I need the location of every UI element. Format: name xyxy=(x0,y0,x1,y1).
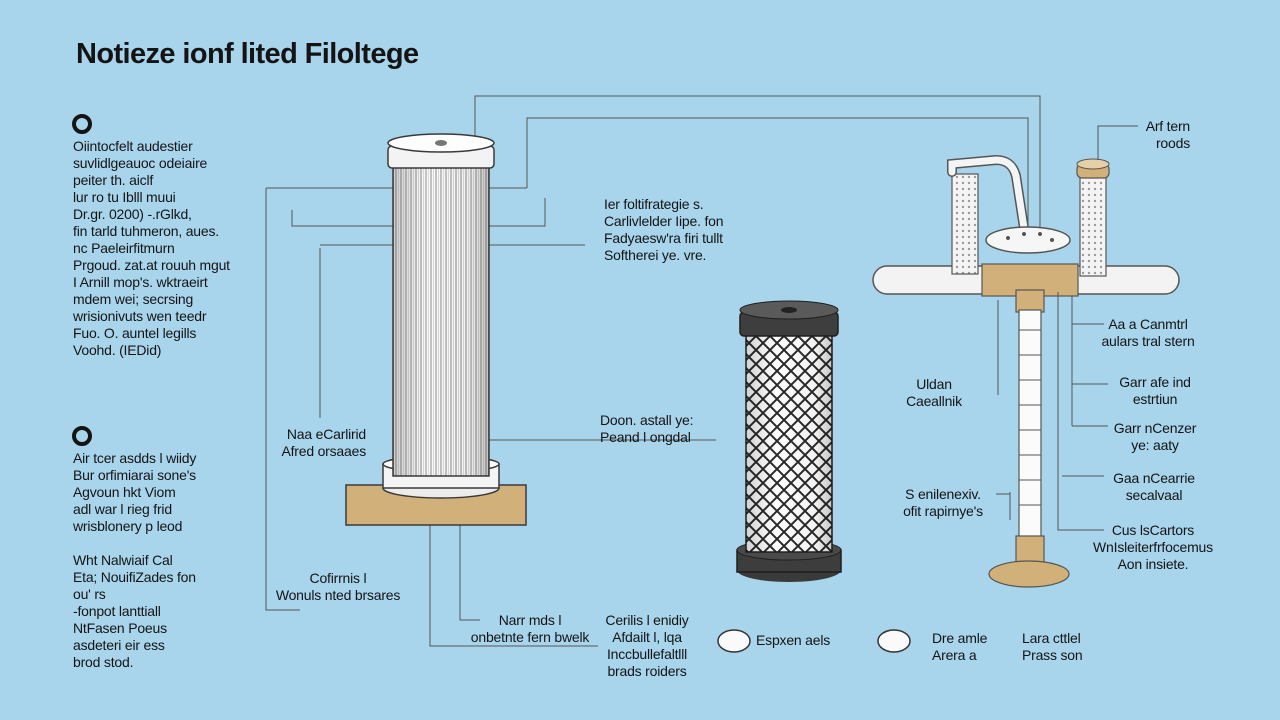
text-line: Lara cttlel xyxy=(1022,630,1081,646)
text-line: Afdailt l, lqa xyxy=(612,629,682,645)
text-line: Prgoud. zat.at rouuh mgut xyxy=(73,257,230,273)
diagram-title: Notieze ionf lited Filoltege xyxy=(76,38,419,70)
text-line: I Arnill mop's. wktraeirt xyxy=(73,274,208,290)
text-line: peiter th. aiclf xyxy=(73,172,154,188)
text-line: nc Paeleirfitmurn xyxy=(73,240,175,256)
text-line: fin tarld tuhmeron, aues. xyxy=(73,223,219,239)
text-line: wrisionivuts wen teedr xyxy=(73,308,207,324)
text-line: secalvaal xyxy=(1125,487,1183,503)
text-line: mdem wei; secrsing xyxy=(73,291,194,307)
text-line: Eta; NouifiZades fon xyxy=(73,569,196,585)
text-line: S enilenexiv. xyxy=(905,486,981,502)
leader-lines-right xyxy=(996,125,1138,531)
text-line: Dr.gr. 0200) -.rGlkd, xyxy=(73,206,192,222)
text-line: Naa eCarlirid xyxy=(286,426,366,442)
text-line: Peand l ongdal xyxy=(600,429,691,445)
pipe-assembly xyxy=(872,154,1180,588)
text-line: Cerilis l enidiy xyxy=(605,612,689,628)
text-line: Voohd. (IEDid) xyxy=(73,342,162,358)
text-line: brads roiders xyxy=(607,663,687,679)
pleated-filter-cartridge xyxy=(345,133,527,526)
text-line: NtFasen Poeus xyxy=(73,620,167,636)
text-line: aulars tral stern xyxy=(1101,333,1195,349)
legend-capsules xyxy=(717,629,911,653)
text-line: Wonuls nted brsares xyxy=(275,587,401,603)
text-line: Oiintocfelt audestier xyxy=(73,138,193,154)
text-line: Cus lsCartors xyxy=(1111,522,1195,538)
text-line: Wht Nalwiaif Cal xyxy=(73,552,173,568)
text-line: Prass son xyxy=(1022,647,1083,663)
text-line: Garr afe ind xyxy=(1119,374,1191,390)
text-line: Air tcer asdds l wiidy xyxy=(73,450,197,466)
text-line: Doon. astall ye: xyxy=(600,412,694,428)
text-line: Afred orsaaes xyxy=(281,443,366,459)
text-line: Fuo. O. auntel legills xyxy=(73,325,197,341)
text-line: ye: aaty xyxy=(1131,437,1179,453)
text-line: wrisblonery p leod xyxy=(73,518,183,534)
text-line: Uldan xyxy=(916,376,952,392)
text-line: Caeallnik xyxy=(906,393,962,409)
text-line: Garr nCenzer xyxy=(1113,420,1197,436)
text-line: roods xyxy=(1155,135,1190,151)
text-line: Inccbullefaltlll xyxy=(606,646,688,662)
bullet-marker-2 xyxy=(72,426,92,446)
text-line: Narr mds l xyxy=(498,612,562,628)
text-line: Cofirrnis l xyxy=(309,570,367,586)
text-line: Dre amle xyxy=(932,630,988,646)
text-line: Arera a xyxy=(932,647,977,663)
text-line: Ier foltifrategie s. xyxy=(604,196,704,212)
text-line: brod stod. xyxy=(73,654,134,670)
text-line: estrtiun xyxy=(1132,391,1178,407)
legend-label-1: Espxen aels xyxy=(756,632,831,648)
text-line: Aa a Canmtrl xyxy=(1108,316,1188,332)
text-line: lur ro tu Iblll muui xyxy=(73,189,176,205)
text-line: Arf tern xyxy=(1145,118,1191,134)
text-line: Softherei ye. vre. xyxy=(604,247,707,263)
carbon-mesh-filter xyxy=(736,300,842,582)
label-mid-2: S enilenexiv.ofit rapirnye's xyxy=(890,486,996,520)
leader-lines-left xyxy=(265,95,1041,647)
text-line: asdeteri eir ess xyxy=(73,637,165,653)
bullet-marker-1 xyxy=(72,114,92,134)
text-line: ou' rs xyxy=(73,586,106,602)
label-mesh-filter: Doon. astall ye:Peand l ongdal xyxy=(600,412,693,446)
text-line: -fonpot lanttiall xyxy=(73,603,161,619)
text-line: Gaa nCearrie xyxy=(1113,470,1195,486)
text-line: Agvoun hkt Viom xyxy=(73,484,176,500)
text-line: Bur orfimiarai sone's xyxy=(73,467,196,483)
text-line: ofit rapirnye's xyxy=(903,503,983,519)
text-line: onbetnte fern bwelk xyxy=(470,629,590,645)
text-line: Carlivlelder Iipe. fon xyxy=(604,213,724,229)
text-line: Fadyaesw'ra firi tullt xyxy=(604,230,723,246)
label-filter-note: Ier foltifrategie s.Carlivlelder Iipe. f… xyxy=(604,196,724,264)
text-line: Aon insiete. xyxy=(1117,556,1189,572)
text-line: WnIsleiterfrfocemus xyxy=(1093,539,1213,555)
text-line: suvlidlgeauoc odeiaire xyxy=(73,155,208,171)
text-line: adl war l rieg frid xyxy=(73,501,172,517)
